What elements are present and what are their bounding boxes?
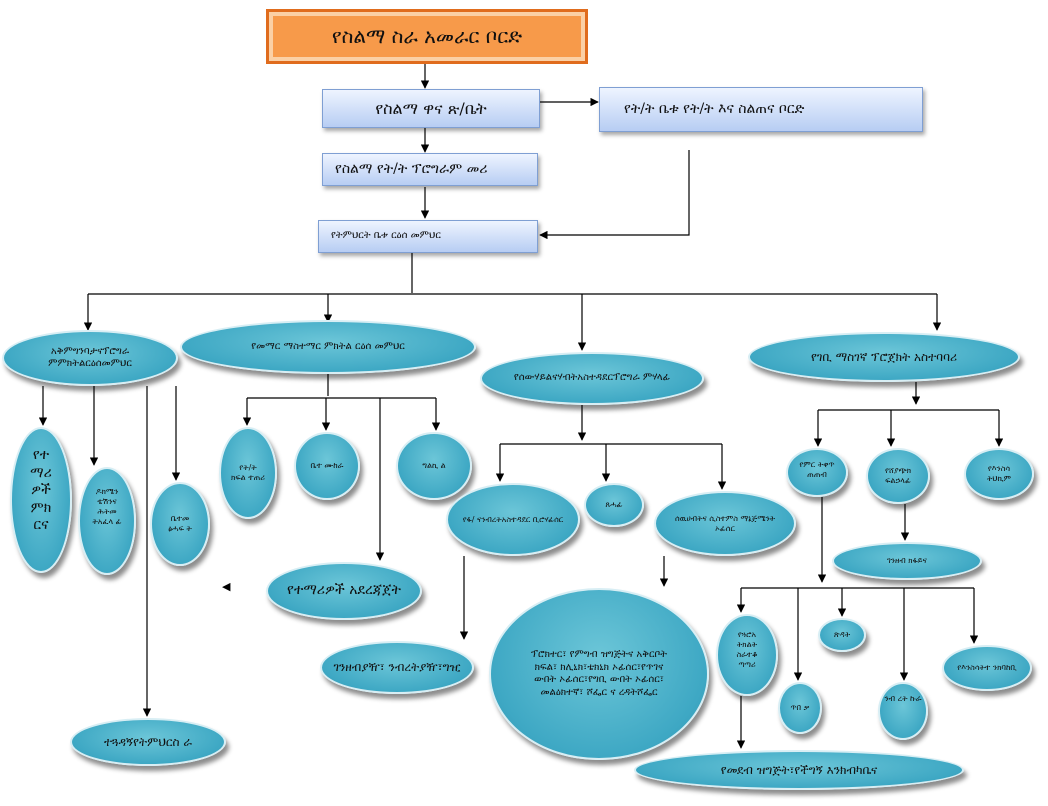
board-label: የስልማ ስራ አመራር ቦርድ — [331, 24, 523, 48]
guard-label: ጥበ ቃ — [790, 703, 810, 712]
animal-health-oval: የእንስሳ ትህኪም — [964, 448, 1034, 500]
main-office-box: የስልማ ዋና ጽ/ቤት — [322, 89, 540, 128]
farm-coordinator-oval: የገቢ ማስገኛ ፕሮጀክት አስተባባሪ — [748, 332, 1020, 382]
library-label: ቤተመ ፅሓፍ ት — [168, 514, 192, 533]
horticulture-oval: የጓሮአ ትክልት ስራተቆ ጣጣሪ — [716, 614, 778, 696]
program-head-box: የስልማ የት/ት ፕሮግራም መሪ — [322, 153, 538, 186]
hr-admin-program-label: የሰውሃይልናሃብትአስተዳደርፕሮግራ ምሃላፊ — [513, 372, 671, 384]
program-head-label: የስልማ የት/ት ፕሮግራም መሪ — [335, 160, 488, 177]
cashier-label: ገንዘብ ክፋይና — [887, 556, 927, 565]
cocurricular-label: ተጓዳኝየትምህርስ ራ — [103, 734, 193, 749]
clinic-oval: ግልኪ ል — [396, 432, 472, 500]
vp-teaching-oval: የመማር ማስተማር ምክትል ርዕሰ መምህር — [180, 320, 476, 374]
student-organization-label: የተማሪዎች አደረጃጀት — [287, 582, 401, 599]
sales-unit-label: የሸያጭክ ፍልኃላፊ — [884, 466, 912, 485]
cashier-oval: ገንዘብ ክፋይና — [832, 542, 982, 580]
support-staff-oval: ፕሮክተር፣ የምግብ ዝግጅትና አቅርቦት ክፍል፣ ክሊኒክ፣ቴክኒክ ኦ… — [489, 588, 709, 760]
dept-heads-oval: የት/ት ክፍል ተጠሪ — [219, 427, 277, 519]
principal-label: የትምህርት ቤቱ ርዕሰ መምህር — [331, 230, 441, 242]
cleaning-label: ጽዳት — [833, 630, 851, 639]
nursery-label: የመደብ ዝግጅት፣የችግኝ እንክብካቤና — [720, 762, 878, 777]
farm-coordinator-label: የገቢ ማስገኛ ፕሮጀክት አስተባባሪ — [811, 349, 957, 364]
animal-care-label: የእንስሳትተ ንክባከቢ — [957, 663, 1017, 672]
support-staff-label: ፕሮክተር፣ የምግብ ዝግጅትና አቅርቦት ክፍል፣ ክሊኒክ፣ቴክኒክ ኦ… — [530, 649, 668, 698]
horticulture-label: የጓሮአ ትክልት ስራተቆ ጣጣሪ — [736, 630, 758, 669]
dept-heads-label: የት/ት ክፍል ተጠሪ — [231, 463, 265, 482]
finance-property-label: የፋ/ ናንብረትአስተዳደር ቢሮሃፊሰር — [462, 514, 564, 524]
secretary-oval: ጸሓፊ — [584, 483, 644, 527]
student-counselling-oval: የተ ማሪ ዎች ምክ ርና — [10, 427, 72, 573]
cashier-storekeeper-label: ገንዘብያዥ፣ ንብረትያዥ፣ግዢ — [333, 660, 461, 674]
cashier-storekeeper-oval: ገንዘብያዥ፣ ንብረትያዥ፣ግዢ — [320, 641, 474, 694]
laboratory-oval: ቤተ ሙከራ — [294, 432, 360, 500]
school-board-label: የት/ት ቤቱ የት/ት እና ስልጠና ቦርድ — [624, 100, 805, 117]
beekeeping-label: ንብ ረት ኩራ — [884, 694, 922, 703]
cleaning-oval: ጽዳት — [818, 618, 866, 652]
student-counselling-label: የተ ማሪ ዎች ምክ ርና — [30, 447, 52, 533]
hr-admin-program-oval: የሰውሃይልናሃብትአስተዳደርፕሮግራ ምሃላፊ — [480, 352, 704, 405]
clinic-label: ግልኪ ል — [422, 461, 446, 470]
beekeeping-oval: ንብ ረት ኩራ — [878, 682, 928, 740]
guard-oval: ጥበ ቃ — [778, 682, 822, 734]
animal-health-label: የእንስሳ ትህኪም — [987, 464, 1011, 483]
main-office-label: የስልማ ዋና ጽ/ቤት — [375, 98, 487, 118]
cocurricular-oval: ተጓዳኝየትምህርስ ራ — [70, 718, 226, 766]
finance-property-oval: የፋ/ ናንብረትአስተዳደር ቢሮሃፊሰር — [446, 483, 580, 556]
sales-unit-oval: የሸያጭክ ፍልኃላፊ — [866, 448, 930, 504]
student-organization-oval: የተማሪዎች አደረጃጀት — [266, 562, 422, 620]
principal-box: የትምህርት ቤቱ ርዕሰ መምህር — [318, 220, 538, 253]
secretary-label: ጸሓፊ — [605, 500, 623, 509]
hr-officer-oval: ሰዉሀብትና ሲስተምስ ማኔጅሜንት ኦፊሰር — [654, 491, 796, 556]
crop-production-oval: የምር ትቀጥ ጠጠብ — [786, 448, 848, 497]
crop-production-label: የምር ትቀጥ ጠጠብ — [799, 460, 835, 479]
board-box: የስልማ ስራ አመራር ቦርድ — [266, 9, 588, 64]
vp-capacity-program-label: አቅምግንባታናፕሮግራ ምምክትልርዕሰመምህር — [48, 345, 132, 370]
hr-officer-label: ሰዉሀብትና ሲስተምስ ማኔጅሜንት ኦፊሰር — [674, 513, 776, 533]
animal-care-oval: የእንስሳትተ ንክባከቢ — [942, 645, 1032, 691]
laboratory-label: ቤተ ሙከራ — [310, 461, 344, 470]
vp-teaching-label: የመማር ማስተማር ምክትል ርዕሰ መምህር — [251, 340, 405, 352]
documentation-oval: ዶክሜን ቴሽንና ሕትመ ትአፈላ ፊ — [78, 467, 136, 575]
library-oval: ቤተመ ፅሓፍ ት — [150, 482, 210, 566]
nursery-oval: የመደብ ዝግጅት፣የችግኝ እንክብካቤና — [634, 750, 964, 790]
vp-capacity-program-oval: አቅምግንባታናፕሮግራ ምምክትልርዕሰመምህር — [2, 330, 178, 386]
stray-arrowhead: ◀ — [222, 580, 231, 593]
documentation-label: ዶክሜን ቴሽንና ሕትመ ትአፈላ ፊ — [92, 487, 122, 526]
school-board-box: የት/ት ቤቱ የት/ት እና ስልጠና ቦርድ — [599, 87, 923, 132]
